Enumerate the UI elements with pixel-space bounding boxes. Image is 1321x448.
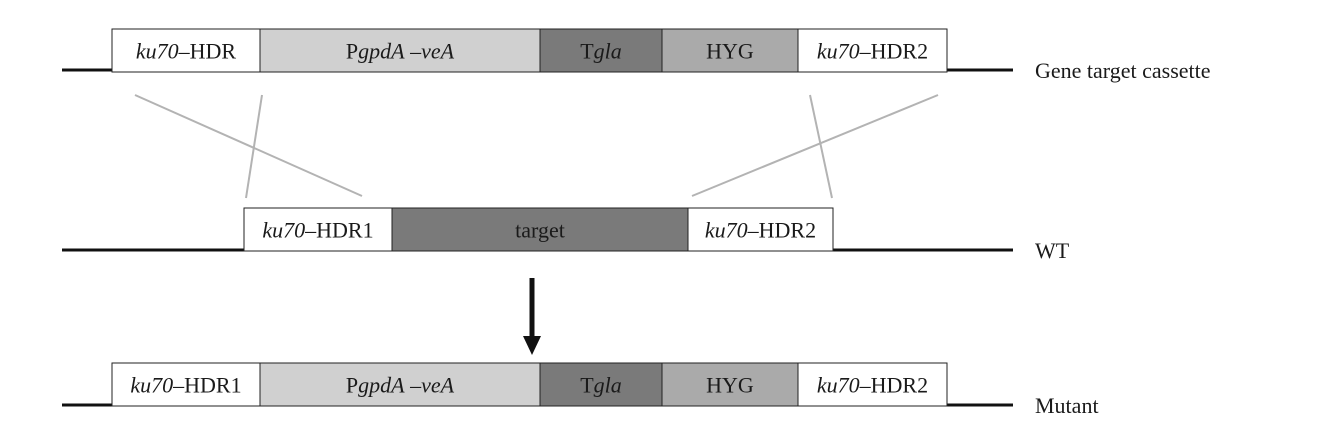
segment-box bbox=[539, 28, 663, 73]
row-label-mutant: Mutant bbox=[1035, 393, 1099, 418]
segment-label: ku70–HDR bbox=[136, 39, 237, 64]
segment-label: target bbox=[515, 218, 565, 243]
crossover-line bbox=[134, 94, 363, 197]
segment-box bbox=[243, 207, 393, 252]
down-arrow bbox=[523, 278, 541, 355]
segment-label: HYG bbox=[706, 39, 754, 64]
segment-box bbox=[797, 28, 948, 73]
segment-label: ku70–HDR2 bbox=[817, 39, 928, 64]
row-label-cassette: Gene target cassette bbox=[1035, 58, 1211, 83]
segment-box bbox=[797, 362, 948, 407]
segment-box bbox=[539, 362, 663, 407]
segment-box bbox=[259, 28, 541, 73]
crossover-line bbox=[245, 94, 263, 199]
segment-label: Tgla bbox=[580, 373, 622, 398]
segment-box bbox=[391, 207, 689, 252]
segment-label: ku70–HDR2 bbox=[705, 218, 816, 243]
segment-label: ku70–HDR1 bbox=[262, 218, 373, 243]
segment-label: PgpdA –veA bbox=[346, 39, 455, 64]
segment-label: PgpdA –veA bbox=[346, 373, 455, 398]
segment-box bbox=[687, 207, 834, 252]
segment-box bbox=[661, 28, 799, 73]
crossover-lines bbox=[134, 94, 939, 199]
segment-label: ku70–HDR1 bbox=[130, 373, 241, 398]
segment-label: HYG bbox=[706, 373, 754, 398]
segment-label: ku70–HDR2 bbox=[817, 373, 928, 398]
row-mutant: ku70–HDR1 PgpdA –veA Tgla HYG ku70–HDR2Mutan… bbox=[62, 362, 1099, 418]
segment-box bbox=[259, 362, 541, 407]
segment-box bbox=[111, 28, 261, 73]
segment-box bbox=[111, 362, 261, 407]
arrow-head bbox=[523, 336, 541, 355]
segment-label: Tgla bbox=[580, 39, 622, 64]
segment-box bbox=[661, 362, 799, 407]
crossover-line bbox=[691, 94, 939, 197]
row-label-wt: WT bbox=[1035, 238, 1070, 263]
crossover-line bbox=[809, 94, 833, 199]
